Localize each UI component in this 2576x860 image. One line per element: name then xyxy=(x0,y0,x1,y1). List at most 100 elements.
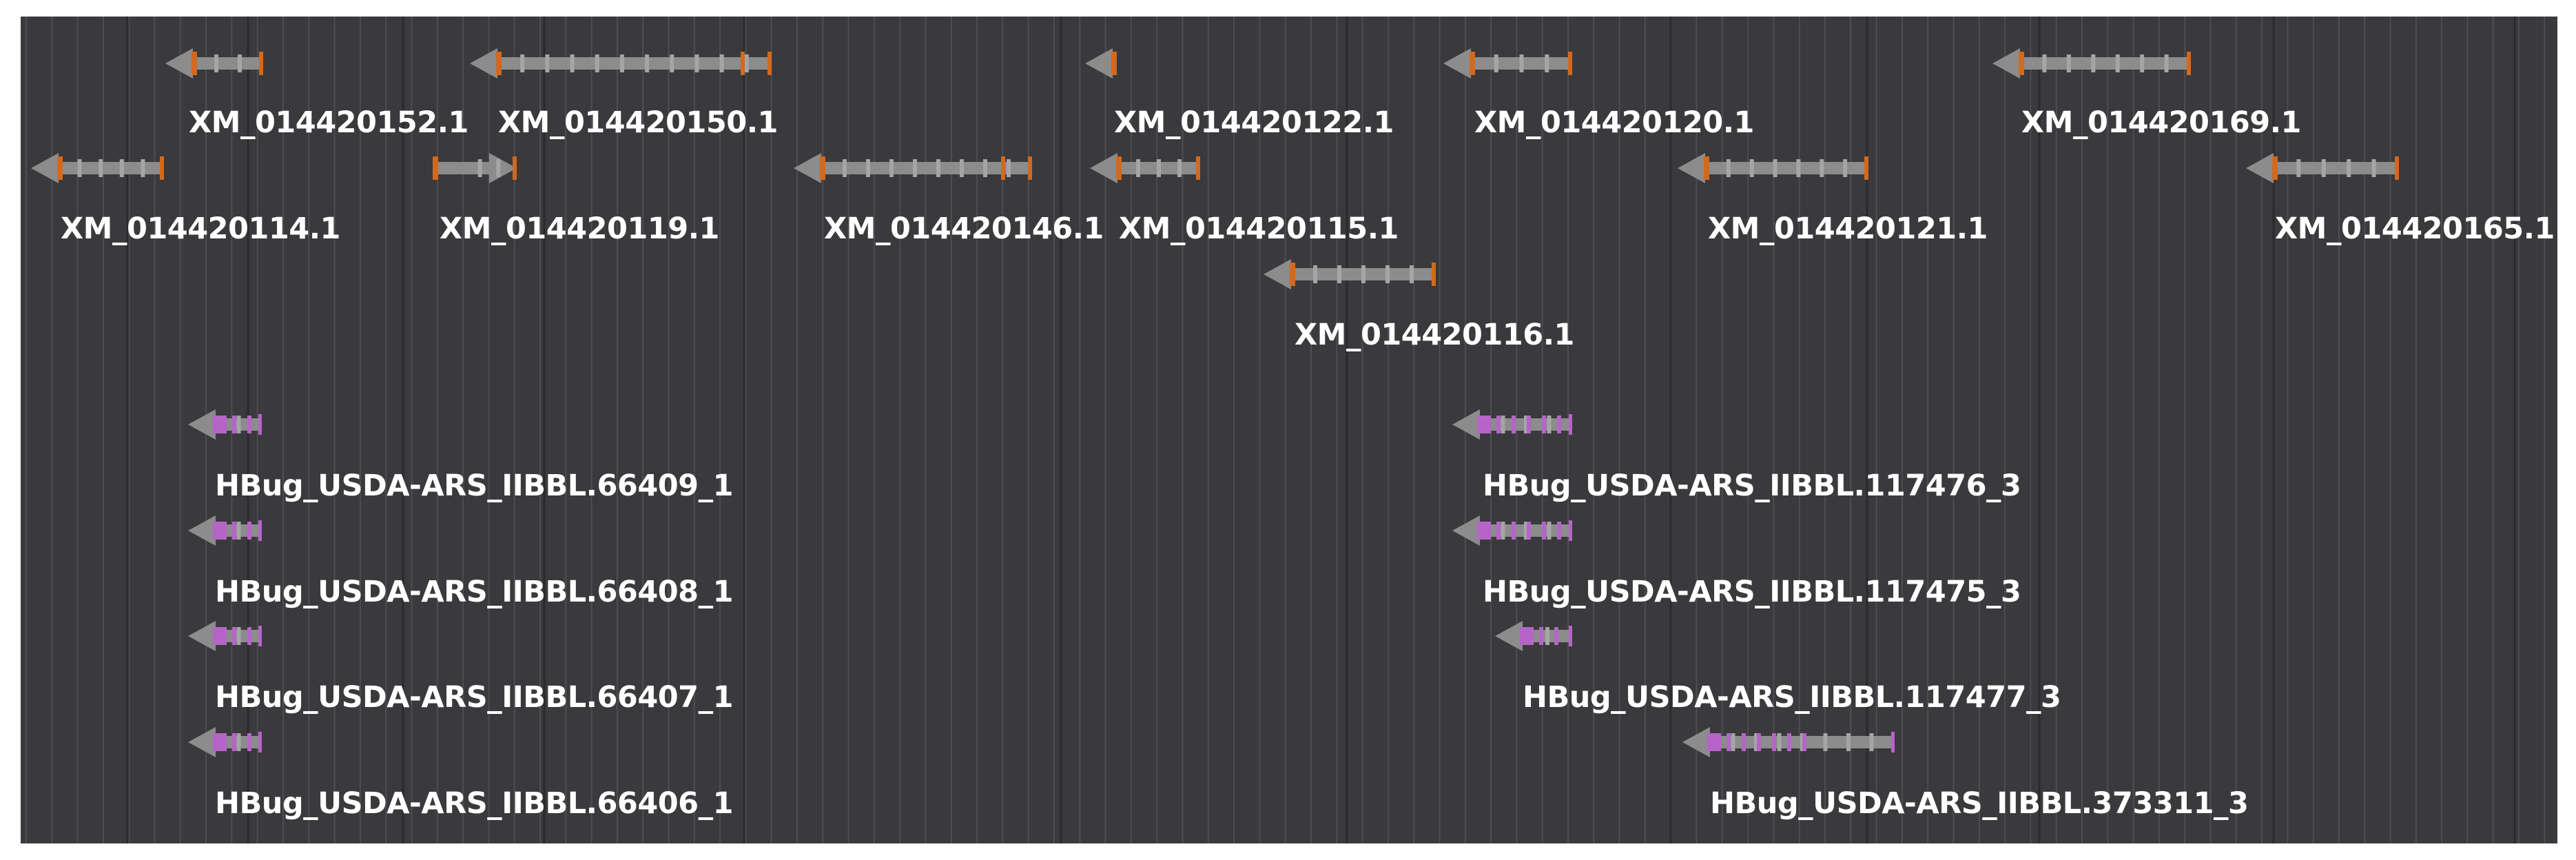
cds-tick xyxy=(247,416,251,433)
feature-label[interactable]: XM_014420150.1 xyxy=(498,105,778,140)
feature-body xyxy=(192,57,262,70)
utr-boundary xyxy=(2187,52,2191,75)
feature-label[interactable]: XM_014420146.1 xyxy=(824,212,1104,246)
exon-block xyxy=(744,54,749,72)
cds-block xyxy=(1477,416,1491,433)
exon-block xyxy=(1823,733,1828,751)
feature-label[interactable]: XM_014420152.1 xyxy=(189,105,468,140)
feature-label[interactable]: HBug_USDA-ARS_IIBBL.117475_3 xyxy=(1483,575,2021,609)
feature-body xyxy=(57,162,163,174)
cds-tick xyxy=(1542,416,1546,433)
exon-block xyxy=(520,54,525,72)
exon-block xyxy=(1157,159,1161,177)
feature-label[interactable]: HBug_USDA-ARS_IIBBL.66408_1 xyxy=(215,575,734,609)
strand-arrow-icon xyxy=(1452,409,1480,440)
cds-end-tick xyxy=(258,732,262,752)
exon-block xyxy=(496,159,501,177)
feature-body xyxy=(820,162,1031,174)
cds-tick xyxy=(232,733,236,751)
feature-label[interactable]: XM_014420115.1 xyxy=(1119,212,1399,246)
utr-boundary xyxy=(160,156,164,180)
exon-block xyxy=(670,54,674,72)
cds-tick xyxy=(1496,522,1501,540)
exon-block xyxy=(595,54,599,72)
cds-tick xyxy=(1557,522,1561,540)
utr-boundary xyxy=(1001,156,1005,180)
cds-block xyxy=(213,522,227,540)
strand-arrow-icon xyxy=(1495,621,1523,651)
utr-boundary xyxy=(2272,156,2278,180)
cds-end-tick xyxy=(258,414,262,435)
cds-end-tick xyxy=(1569,626,1572,646)
feature-label[interactable]: HBug_USDA-ARS_IIBBL.117477_3 xyxy=(1523,680,2061,715)
cds-end-tick xyxy=(258,520,262,541)
utr-boundary xyxy=(496,52,502,75)
utr-boundary xyxy=(57,156,63,180)
feature-body xyxy=(496,57,770,70)
exon-block xyxy=(1494,54,1498,72)
cds-tick xyxy=(232,522,236,540)
cds-tick xyxy=(1496,416,1501,433)
exon-block xyxy=(694,54,699,72)
feature-label[interactable]: HBug_USDA-ARS_IIBBL.66407_1 xyxy=(215,680,734,715)
cds-end-tick xyxy=(1569,414,1572,435)
exon-block xyxy=(1846,733,1851,751)
feature-label[interactable]: XM_014420120.1 xyxy=(1474,105,1754,140)
cds-tick xyxy=(1542,522,1546,540)
strand-arrow-icon xyxy=(2246,153,2274,183)
feature-label[interactable]: XM_014420169.1 xyxy=(2021,105,2301,140)
exon-block xyxy=(1726,159,1731,177)
cds-tick xyxy=(1757,733,1761,751)
exon-block xyxy=(1410,265,1414,283)
strand-arrow-icon xyxy=(165,48,193,79)
utr-boundary xyxy=(1864,156,1868,180)
feature-label[interactable]: HBug_USDA-ARS_IIBBL.117476_3 xyxy=(1483,469,2021,503)
feature-label[interactable]: XM_014420122.1 xyxy=(1114,105,1394,140)
strand-arrow-icon xyxy=(1452,515,1480,546)
strand-arrow-icon xyxy=(1443,48,1471,79)
exon-block xyxy=(1177,159,1182,177)
feature-label[interactable]: XM_014420121.1 xyxy=(1708,212,1988,246)
strand-arrow-icon xyxy=(31,153,59,183)
feature-label[interactable]: HBug_USDA-ARS_IIBBL.373311_3 xyxy=(1710,786,2249,821)
exon-block xyxy=(1519,54,1524,72)
exon-block xyxy=(1313,265,1317,283)
exon-block xyxy=(2321,159,2326,177)
cds-end-tick xyxy=(1569,520,1572,541)
utr-boundary xyxy=(767,52,772,75)
feature-glyphs xyxy=(31,48,2399,757)
cds-tick xyxy=(1742,733,1746,751)
exon-block xyxy=(2042,54,2047,72)
feature-label[interactable]: XM_014420119.1 xyxy=(440,212,719,246)
utr-boundary xyxy=(1432,263,1436,286)
cds-tick xyxy=(1554,627,1558,645)
feature-label[interactable]: HBug_USDA-ARS_IIBBL.66406_1 xyxy=(215,786,734,821)
exon-block xyxy=(2371,159,2376,177)
feature-label[interactable]: XM_014420116.1 xyxy=(1295,318,1574,352)
exon-block xyxy=(1547,522,1552,540)
cds-block xyxy=(1707,733,1721,751)
strand-arrow-icon xyxy=(188,409,216,440)
genome-track-panel[interactable]: XM_014420152.1 XM_014420150.1 XM_0144201… xyxy=(21,17,2557,843)
exon-block xyxy=(2296,159,2301,177)
utr-boundary xyxy=(1290,263,1295,286)
cds-tick xyxy=(247,627,251,645)
exon-block xyxy=(1777,733,1782,751)
exon-block xyxy=(1869,733,1874,751)
strand-arrow-icon xyxy=(489,153,517,183)
exon-block xyxy=(983,159,987,177)
feature-label[interactable]: XM_014420165.1 xyxy=(2275,212,2555,246)
feature-body xyxy=(2272,162,2398,174)
exon-block xyxy=(2091,54,2096,72)
utr-boundary xyxy=(2019,52,2024,75)
utr-boundary xyxy=(1116,156,1122,180)
strand-arrow-icon xyxy=(188,621,216,651)
cds-tick xyxy=(1772,733,1776,751)
exon-block xyxy=(1773,159,1778,177)
utr-boundary xyxy=(1028,156,1032,180)
cds-tick xyxy=(247,733,251,751)
utr-boundary xyxy=(1568,52,1572,75)
feature-label[interactable]: HBug_USDA-ARS_IIBBL.66409_1 xyxy=(215,469,734,503)
feature-label[interactable]: XM_014420114.1 xyxy=(61,212,340,246)
utr-boundary xyxy=(513,156,517,180)
